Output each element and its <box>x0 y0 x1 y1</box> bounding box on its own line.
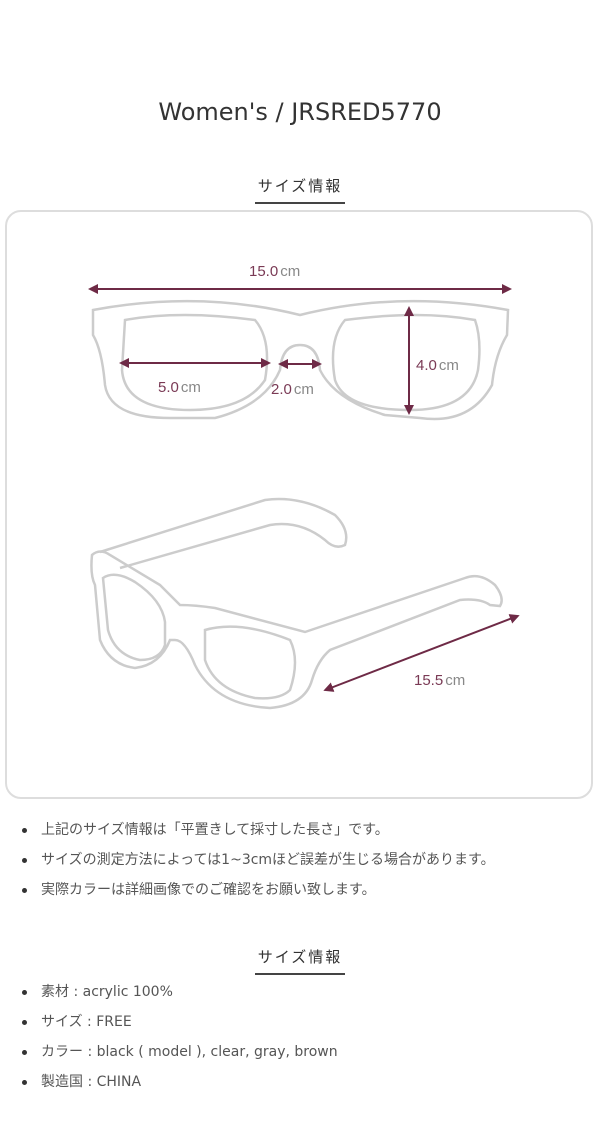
page-title: Women's / JRSRED5770 <box>158 98 442 126</box>
temple-length-line <box>323 614 520 692</box>
size-diagram-box <box>5 210 593 799</box>
size-heading: サイズ情報 <box>0 175 600 204</box>
note-item: 上記のサイズ情報は「平置きして採寸した長さ」です。 <box>0 815 495 845</box>
info-origin: 製造国 : CHINA <box>0 1067 338 1097</box>
notes-list: 上記のサイズ情報は「平置きして採寸した長さ」です。 サイズの測定方法によっては1… <box>0 815 495 905</box>
info-material: 素材 : acrylic 100% <box>0 977 338 1007</box>
note-item: サイズの測定方法によっては1~3cmほど誤差が生じる場合があります。 <box>0 845 495 875</box>
note-item: 実際カラーは詳細画像でのご確認をお願い致します。 <box>0 875 495 905</box>
front-glasses-icon <box>91 299 510 421</box>
info-list: 素材 : acrylic 100% サイズ : FREE カラー : black… <box>0 977 338 1097</box>
info-heading: サイズ情報 <box>0 946 600 975</box>
info-color: カラー : black ( model ), clear, gray, brow… <box>0 1037 338 1067</box>
info-size: サイズ : FREE <box>0 1007 338 1037</box>
side-glasses-icon <box>90 497 503 710</box>
